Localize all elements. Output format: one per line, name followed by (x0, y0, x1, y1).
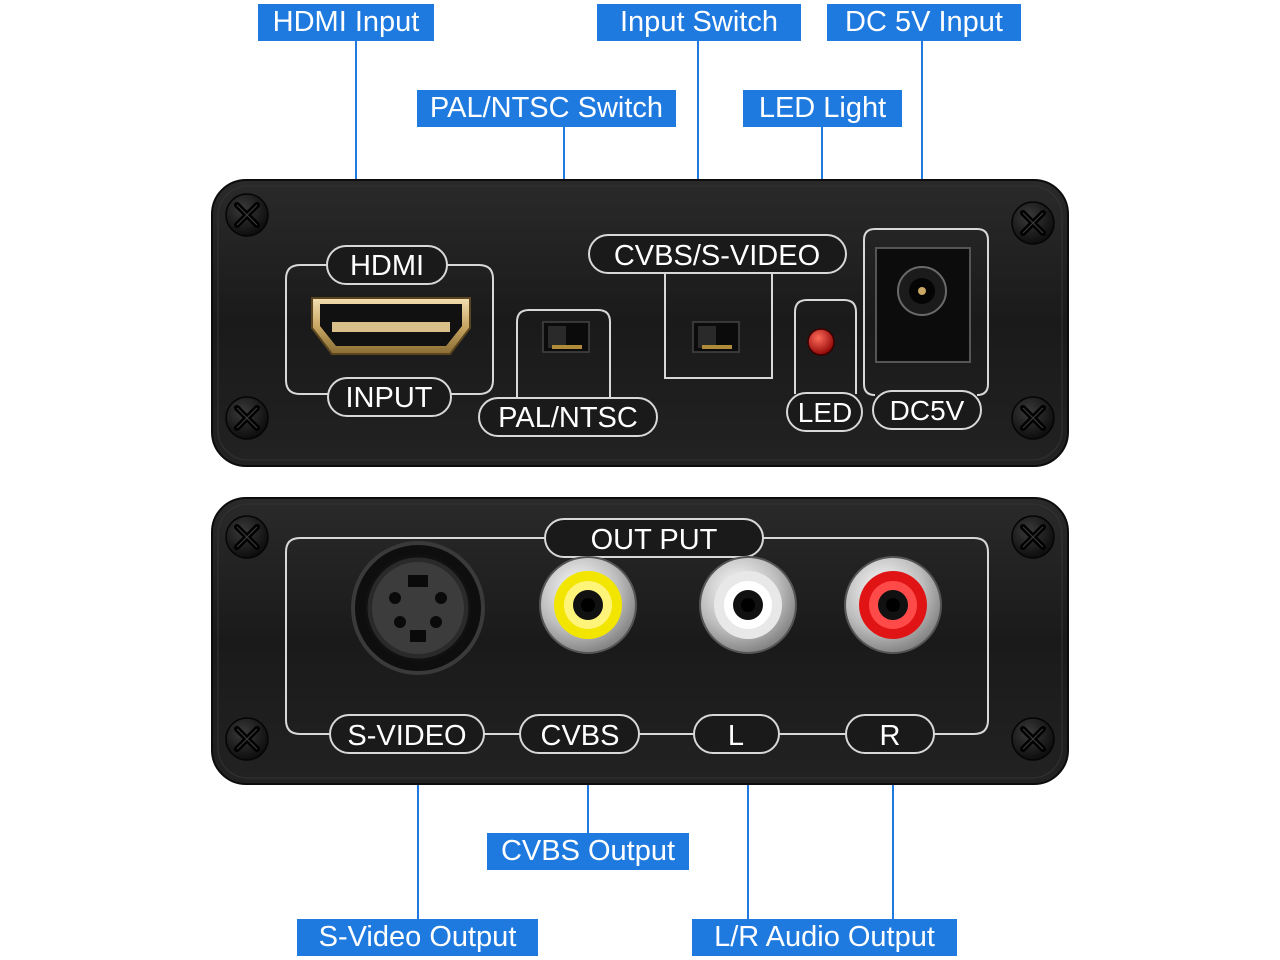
audio-left-label: L (728, 720, 744, 752)
audio-left-rca-port (699, 556, 797, 654)
screw-icon (226, 516, 268, 558)
input-label: INPUT (346, 382, 433, 414)
pal-ntsc-label: PAL/NTSC (498, 402, 638, 434)
hdmi-label: HDMI (350, 250, 424, 282)
hdmi-input-callout: HDMI Input (258, 4, 434, 41)
screw-icon (1012, 516, 1054, 558)
dc5v-label: DC5V (890, 395, 965, 426)
cvbs-output-callout: CVBS Output (487, 833, 689, 870)
audio-right-label: R (880, 720, 901, 752)
led-light-callout: LED Light (743, 90, 902, 127)
screw-icon (1012, 397, 1054, 439)
dc-power-jack (875, 247, 971, 363)
screw-icon (226, 397, 268, 439)
screw-icon (1012, 202, 1054, 244)
led-indicator (807, 328, 835, 356)
lr-audio-output-callout: L/R Audio Output (692, 919, 957, 956)
output-label: OUT PUT (591, 524, 718, 556)
cvbs-svideo-label: CVBS/S-VIDEO (614, 240, 820, 272)
audio-right-rca-port (844, 556, 942, 654)
led-label: LED (798, 397, 852, 428)
input-switch-callout: Input Switch (597, 4, 801, 41)
input-switch (692, 321, 740, 353)
screw-icon (1012, 718, 1054, 760)
hdmi-port (311, 297, 471, 355)
dc-5v-input-callout: DC 5V Input (827, 4, 1021, 41)
front-panel: HDMI INPUT PAL/NTSC CVBS/S-VIDEO LED DC5… (211, 179, 1069, 467)
svideo-output-callout: S-Video Output (297, 919, 538, 956)
pal-ntsc-switch-callout: PAL/NTSC Switch (417, 90, 676, 127)
svideo-label: S-VIDEO (347, 720, 466, 752)
leader-lines (355, 40, 923, 920)
pal-ntsc-switch (542, 321, 590, 353)
cvbs-label: CVBS (541, 720, 620, 752)
cvbs-rca-port (539, 556, 637, 654)
screw-icon (226, 194, 268, 236)
screw-icon (226, 718, 268, 760)
svideo-port (351, 541, 485, 675)
back-panel: OUT PUT S-VIDEO CVBS L R (211, 497, 1069, 785)
